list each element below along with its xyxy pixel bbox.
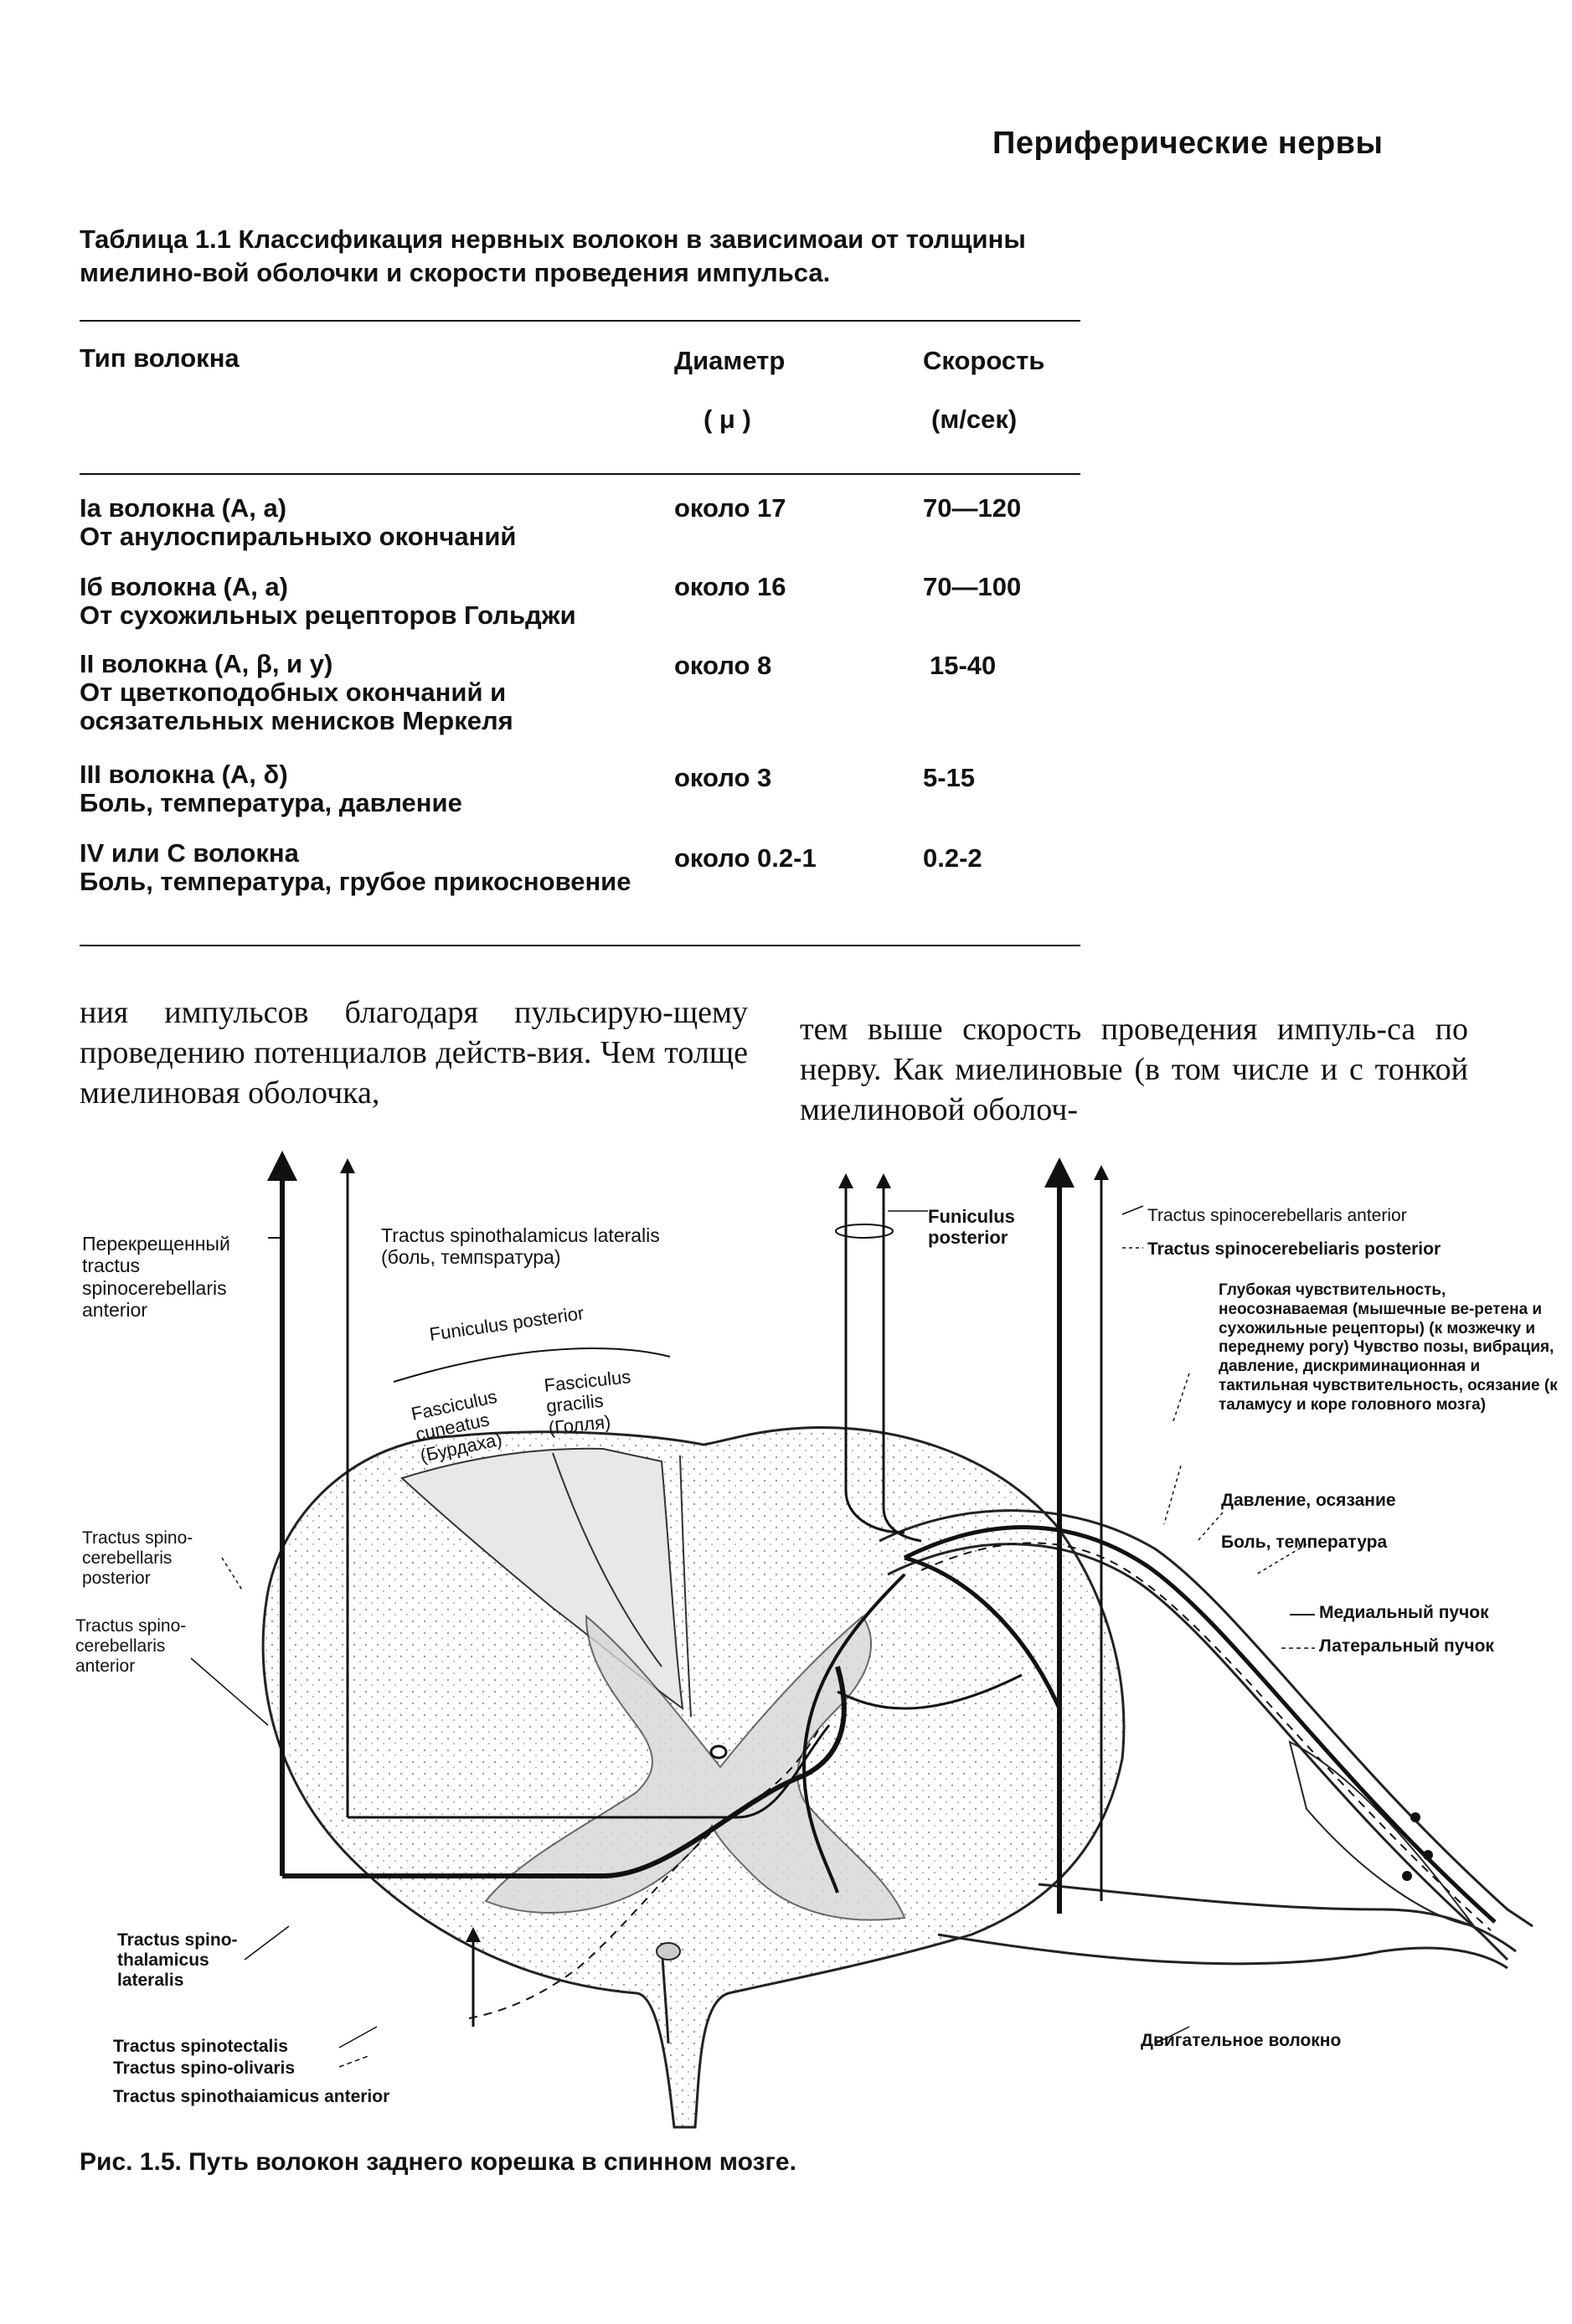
label-spinothalamic-lateralis-top: Tractus spinothalamicus lateralis (боль,… [381,1224,660,1269]
dorsal-root-fiber-1 [903,1525,1497,1924]
table-row-4-speed: 5-15 [923,763,976,792]
table-header-rule [80,473,1080,475]
label-funiculus-posterior-right: Funiculus posterior [928,1206,1015,1249]
fiber-to-right-tract [904,1555,1062,1710]
header-type: Тип волокна [80,343,240,373]
label-spinoolivaris: Tractus spino-olivaris [113,2059,296,2078]
table-row-3-label: II волокна (А, β, и y) От цветкоподобных… [80,650,513,735]
table-row-4-label: III волокна (А, δ) Боль, температура, да… [80,760,462,817]
label-spinocerebellaris-anterior-right: Tractus spinocerebellaris anterior [1147,1206,1407,1225]
row-4-line-2: Боль, температура, давление [80,788,462,817]
row-3-line-3: осязательных менисков Меркеля [80,706,513,735]
dorsal-root-lower [887,1543,1509,1961]
row-3-line-2: От цветкоподобных окончаний и [80,678,507,707]
label-spinocerebellaris-posterior-left: Tractus spino-cerebellaris posterior [82,1528,193,1589]
grey-matter [484,1614,906,1921]
body-text-right: тем выше скорость проведения импуль-са п… [800,1012,1468,1127]
table-row-5-diameter: около 0.2-1 [674,843,817,873]
row-1-line-1: Ia волокна (А, а) [80,493,287,523]
table-row-1-label: Ia волокна (А, а) От анулоспиральныхо ок… [80,494,516,551]
table-top-rule [80,320,1080,322]
label-pain-temperature: Боль, температура [1221,1533,1388,1552]
spinothalamic-anterior-path [468,1724,822,2019]
label-deep-sensitivity: Глубокая чувствительность, неосознаваема… [1219,1281,1558,1414]
spinal-ganglion [1288,1740,1477,1928]
fiber-to-anterior-horn [801,1573,906,1894]
table-row-5-speed: 0.2-2 [923,843,982,873]
label-spinocerebellaris-anterior-left: Tractus spino-cerebellaris anterior [75,1616,187,1677]
label-medial-bundle: Медиальный пучок [1319,1603,1489,1622]
crossing-fiber-thick [282,1666,847,1878]
table-row-5-label: IV или С волокна Боль, температура, груб… [80,839,631,896]
label-spinothalamicus-lateralis-bottom: Tractus spino-thalamicus lateralis [117,1930,238,1991]
dorsal-root-fiber-dashed [920,1542,1492,1931]
row-3-line-1: II волокна (А, β, и y) [80,649,333,678]
label-fasciculus-gracilis: Fasciculus gracilis (Голля) [543,1366,632,1439]
table-row-1-diameter: около 17 [674,493,786,523]
label-spinocerebellaris-posterior-right: Tractus spinocerebeliaris posterior [1147,1239,1441,1259]
header-speed-unit: (м/сек) [931,405,1018,434]
label-lateral-bundle: Латеральный пучок [1319,1636,1494,1656]
row-2-line-2: От сухожильных рецепторов Гольджи [80,600,576,630]
header-speed: Скорость [923,346,1045,375]
table-row-3-diameter: около 8 [674,651,772,680]
motor-fiber [937,1933,1508,1970]
table-row-2-speed: 70—100 [923,572,1022,601]
table-row-4-diameter: около 3 [674,763,772,792]
dorsal-root-upper [879,1509,1533,1928]
row-5-line-2: Боль, температура, грубое прикосновение [80,867,631,896]
label-pressure-touch: Давление, осязание [1221,1491,1396,1510]
label-motor-fiber: Двигательное волокно [1141,2031,1342,2050]
table-row-2-diameter: около 16 [674,572,786,601]
posterior-septum [679,1455,692,1718]
table-row-2-label: Iб волокна (А, а) От сухожильных рецепто… [80,573,576,630]
row-1-line-2: От анулоспиральныхо окончаний [80,522,517,551]
label-spinothalamicus-anterior: Tractus spinothaiamicus anterior [113,2087,390,2106]
funiculus-posterior-arc [393,1348,671,1383]
crossing-fiber-thin [348,1724,831,1819]
row-2-line-1: Iб волокна (А, а) [80,572,288,601]
table-row-3-speed: 15-40 [930,651,997,680]
label-spinotectalis: Tractus spinotectalis [113,2037,288,2056]
figure-caption: Рис. 1.5. Путь волокон заднего корешка в… [80,2148,796,2176]
row-4-line-1: III волокна (А, δ) [80,760,288,789]
row-5-line-1: IV или С волокна [80,838,299,868]
table-row-1-speed: 70—120 [923,493,1022,523]
central-canal [709,1744,728,1760]
page-header: Периферические нервы [992,126,1384,161]
label-crossed-tract: Перекрещенный tractus spinocerebellaris … [82,1233,230,1322]
header-diameter: Диаметр [674,346,786,375]
posterior-column-fiber-2 [876,1173,922,1543]
posterior-column-fiber-1 [838,1173,905,1534]
header-diameter-unit: ( μ ) [704,405,751,434]
body-text-left: ния импульсов благодаря пульсирую-щему п… [80,995,748,1110]
table-bottom-rule [80,945,1080,946]
table-caption: Таблица 1.1 Классификация нервных волоко… [80,224,1026,287]
